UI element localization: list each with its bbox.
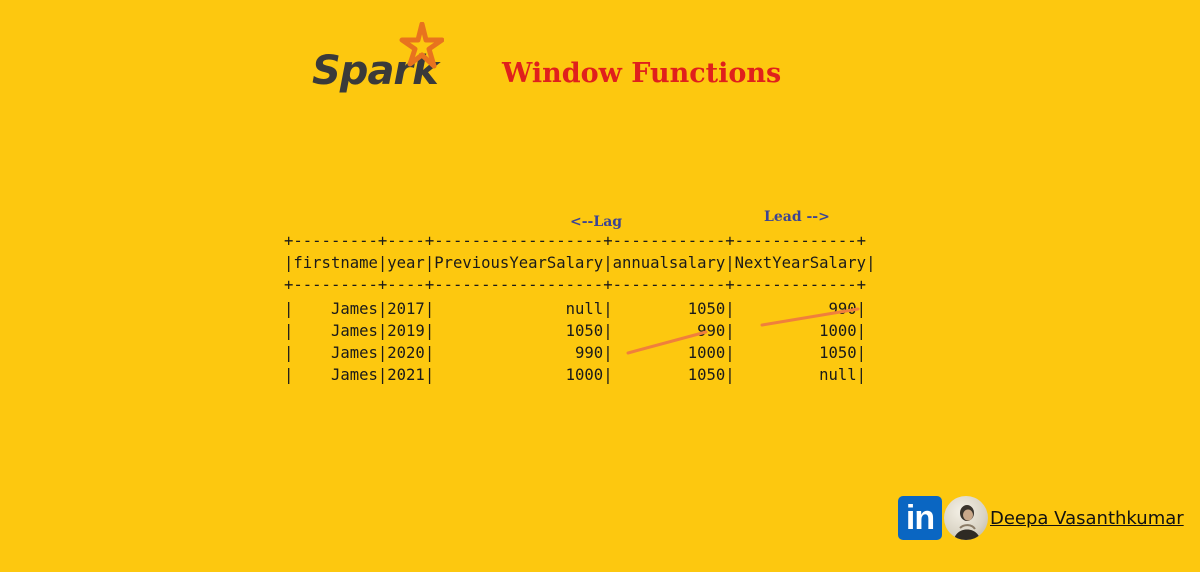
lead-annotation: Lead --> xyxy=(764,209,830,225)
table-row: | James|2020| 990| 1000| 1050| xyxy=(284,343,867,362)
linkedin-icon[interactable]: in xyxy=(898,496,942,540)
avatar-icon xyxy=(944,496,988,540)
table-rule-header: +---------+----+------------------+-----… xyxy=(284,276,867,295)
page-title: Window Functions xyxy=(502,58,782,89)
table-rule-top: +---------+----+------------------+-----… xyxy=(284,232,867,250)
author-link[interactable]: Deepa Vasanthkumar xyxy=(990,507,1184,529)
spark-logo: Spark xyxy=(312,22,452,102)
salary-table: +---------+----+------------------+-----… xyxy=(284,230,875,386)
linkedin-icon-text: in xyxy=(905,499,935,537)
table-header-row: |firstname|year|PreviousYearSalary|annua… xyxy=(284,254,876,273)
author-footer: in Deepa Vasanthkumar xyxy=(898,495,1184,541)
table-row: | James|2021| 1000| 1050| null| xyxy=(284,366,867,385)
avatar-portrait xyxy=(954,505,980,540)
lag-annotation: <--Lag xyxy=(570,214,623,230)
table-row: | James|2017| null| 1050| 990| xyxy=(284,299,867,318)
star-icon xyxy=(399,22,444,69)
table-row: | James|2019| 1050| 990| 1000| xyxy=(284,321,867,340)
